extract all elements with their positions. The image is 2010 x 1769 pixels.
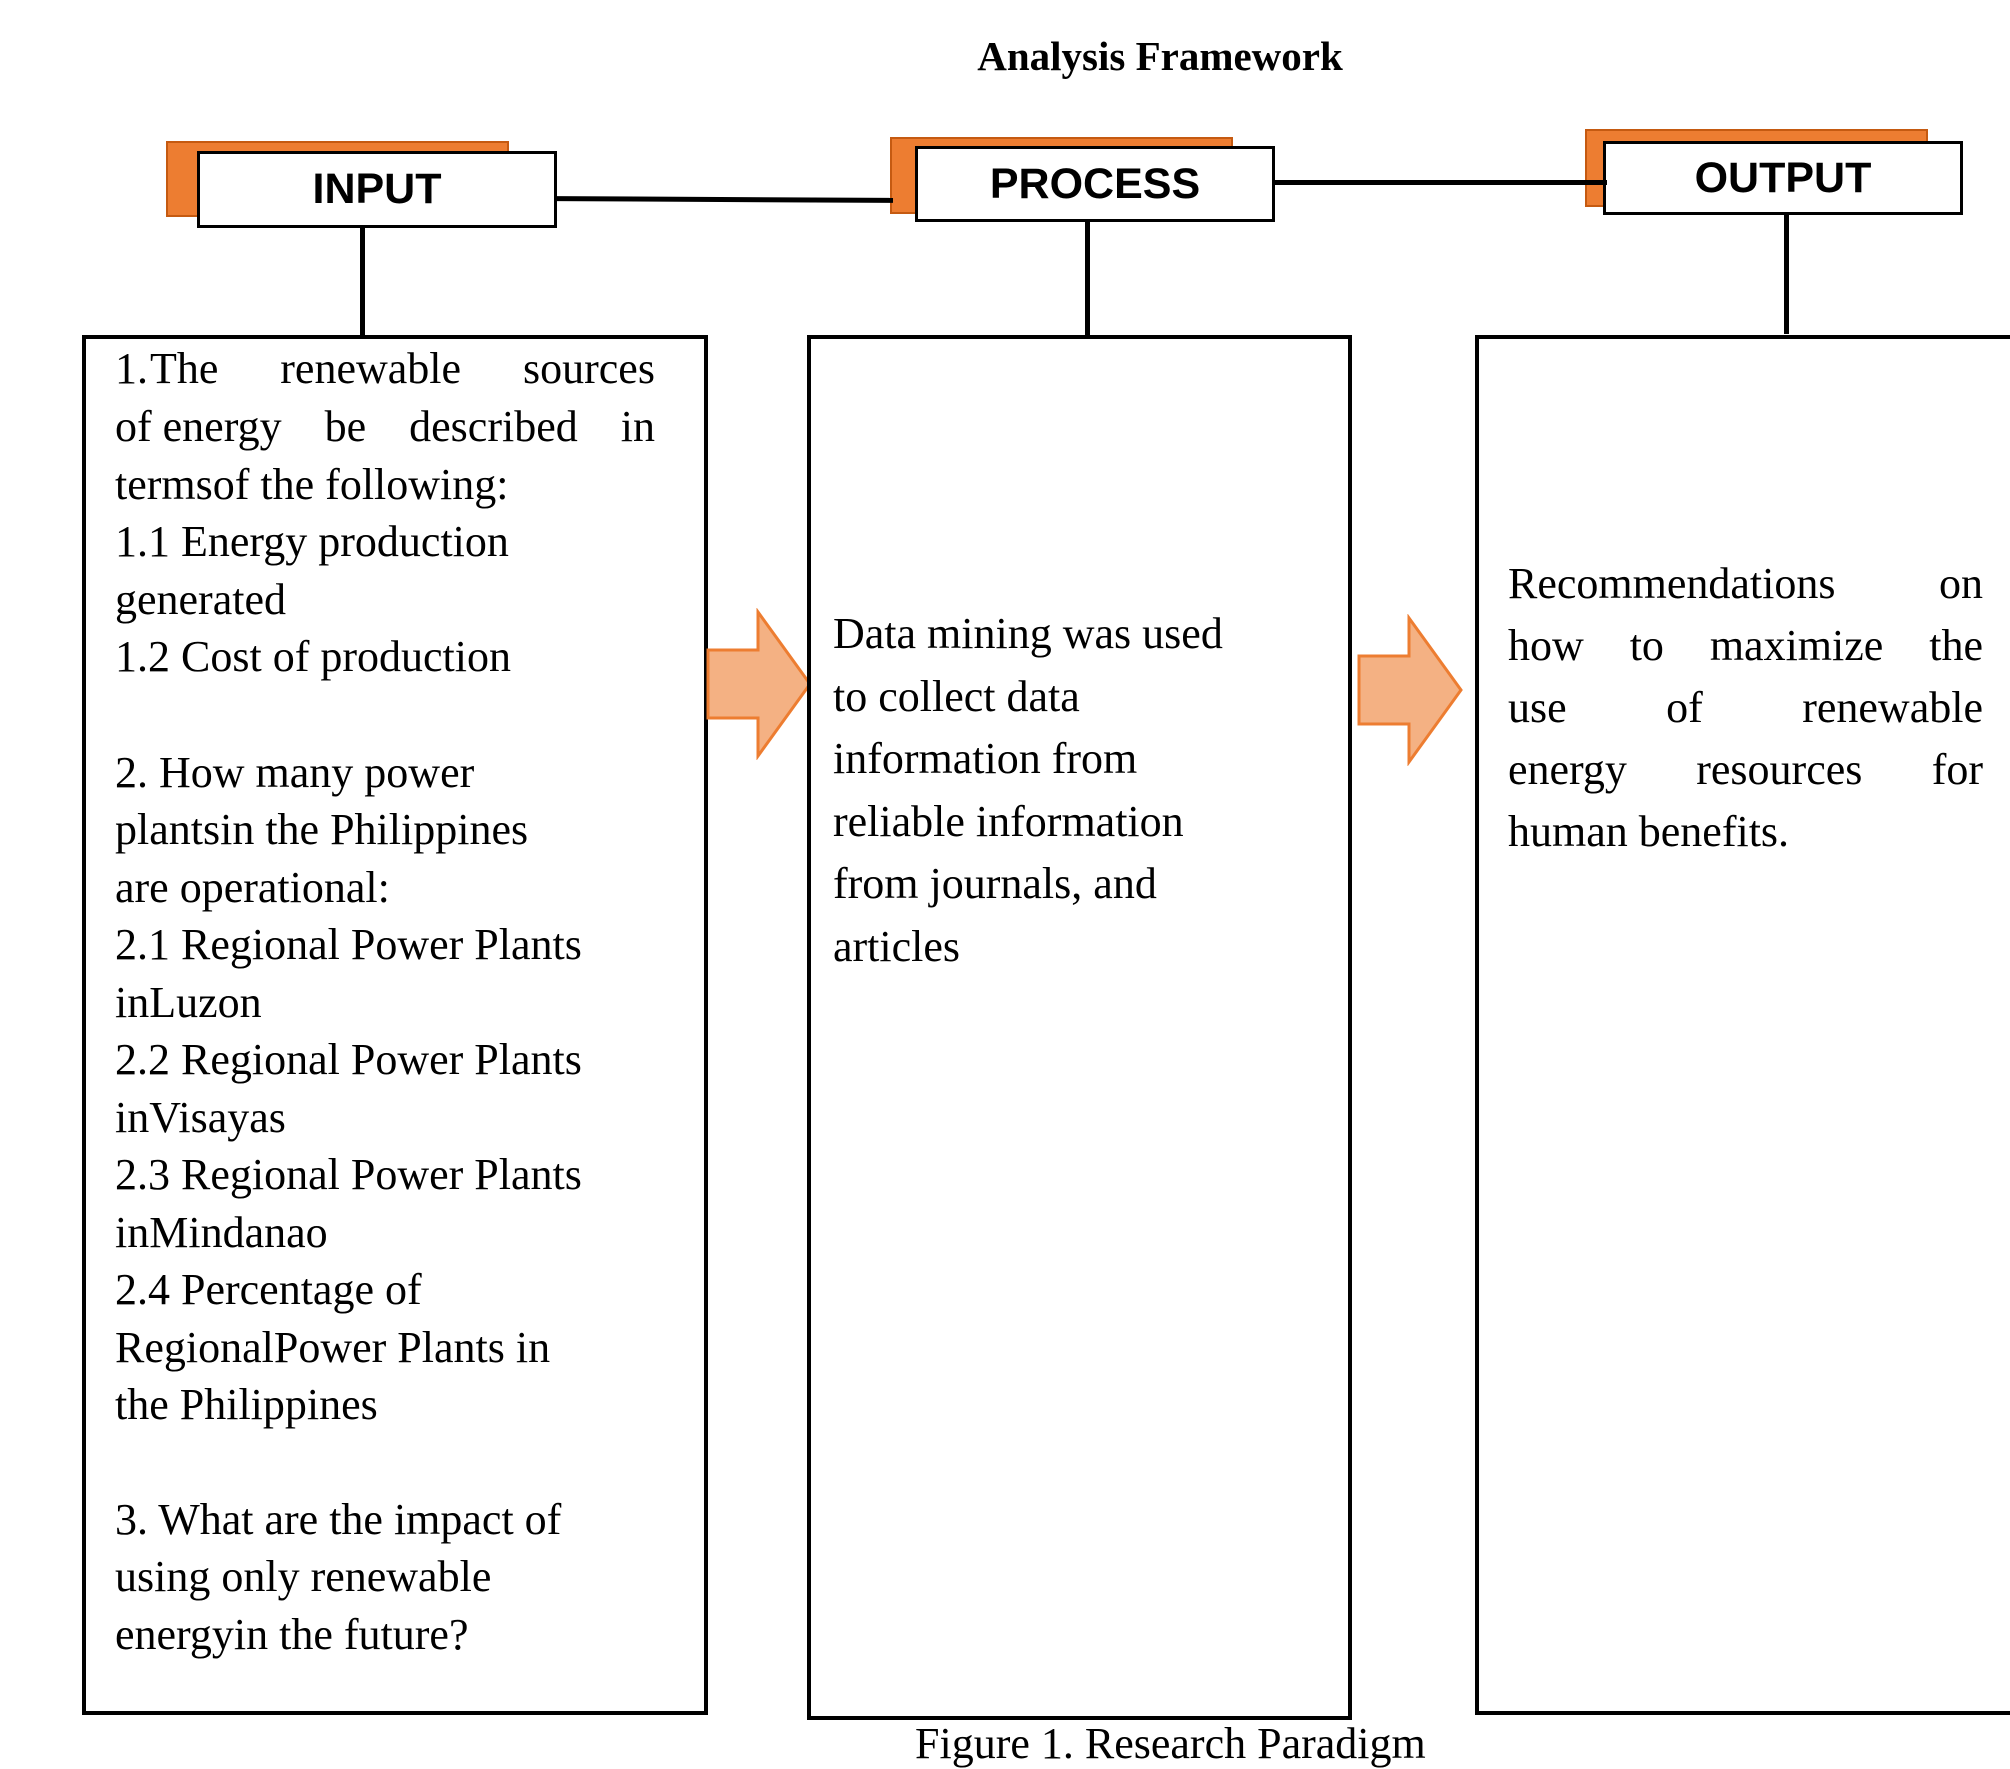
input-line: 3. What are the impact of: [115, 1495, 562, 1544]
process-vertical-connector: [1085, 222, 1090, 336]
input-to-process-arrow: [706, 608, 812, 760]
input-line-1: 1. The renewable sources: [115, 343, 655, 394]
input-line: inLuzon: [115, 978, 262, 1027]
output-line-3: use of renewable: [1508, 682, 1983, 733]
input-line: energyin the future?: [115, 1610, 469, 1659]
output-line-2-word: to: [1629, 621, 1664, 670]
input-line: RegionalPower Plants in: [115, 1323, 551, 1372]
output-line-2: how to maximize the: [1508, 620, 1983, 671]
process-output-connector: [1275, 180, 1607, 185]
input-line: plantsin the Philippines: [115, 805, 529, 854]
process-header: PROCESS: [915, 146, 1275, 222]
input-box: [82, 335, 708, 1715]
output-line-4-word: resources: [1696, 745, 1863, 794]
output-vertical-connector: [1784, 215, 1789, 334]
output-line-4-word: for: [1931, 745, 1983, 794]
process-line: reliable information: [833, 797, 1184, 846]
output-line-3-word: of: [1666, 683, 1703, 732]
input-line: termsof the following:: [115, 460, 509, 509]
input-line: are operational:: [115, 863, 390, 912]
input-line: 2.1 Regional Power Plants: [115, 920, 582, 969]
process-line: to collect data: [833, 672, 1080, 721]
input-line: 1.1 Energy production: [115, 517, 509, 566]
input-vertical-connector: [360, 228, 365, 336]
output-line-3-word: renewable: [1802, 683, 1983, 732]
input-line-2-word: described: [409, 402, 578, 451]
input-line-2: of energy be described in: [115, 401, 655, 452]
process-line: Data mining was used: [833, 609, 1223, 658]
process-line: articles: [833, 922, 961, 971]
output-line-1-word: on: [1939, 559, 1983, 608]
output-header: OUTPUT: [1603, 141, 1963, 215]
output-line-2-word: how: [1508, 621, 1584, 670]
output-line-2-word: the: [1929, 621, 1983, 670]
output-line-1-word: Recommendations: [1508, 559, 1836, 608]
input-line: inVisayas: [115, 1093, 286, 1142]
output-line-2-word: maximize: [1709, 621, 1884, 670]
input-line: 1.2 Cost of production: [115, 632, 511, 681]
input-line: the Philippines: [115, 1380, 378, 1429]
input-line-1-word: The: [149, 344, 219, 393]
input-line-1-word: sources: [523, 344, 655, 393]
input-line-2-word: be: [324, 402, 367, 451]
input-process-connector: [556, 196, 894, 203]
output-line-4-word: energy: [1508, 745, 1627, 794]
output-line-5: human benefits.: [1508, 807, 1790, 856]
input-line-1-word: renewable: [280, 344, 462, 393]
input-line-2-word: of energy: [115, 402, 282, 451]
process-to-output-arrow: [1357, 614, 1463, 766]
figure-caption: Figure 1. Research Paradigm: [915, 1719, 1426, 1768]
process-line: from journals, and: [833, 859, 1157, 908]
process-box: [807, 335, 1352, 1720]
input-line: 2.3 Regional Power Plants: [115, 1150, 582, 1199]
input-line: 2.4 Percentage of: [115, 1265, 422, 1314]
input-header: INPUT: [197, 151, 557, 228]
input-line-1-word: 1.: [115, 344, 148, 393]
input-line: 2. How many power: [115, 748, 475, 797]
output-line-1: Recommendations on: [1508, 558, 1983, 609]
output-line-4: energy resources for: [1508, 744, 1983, 795]
right-arrow-icon: [706, 608, 812, 760]
page-title: Analysis Framework: [977, 33, 1343, 79]
input-line-2-word: in: [620, 402, 655, 451]
output-line-3-word: use: [1508, 683, 1567, 732]
input-line: generated: [115, 575, 286, 624]
input-line: inMindanao: [115, 1208, 328, 1257]
input-line: using only renewable: [115, 1552, 492, 1601]
output-box: [1475, 335, 2010, 1715]
right-arrow-icon: [1357, 614, 1463, 766]
input-line: 2.2 Regional Power Plants: [115, 1035, 582, 1084]
process-line: information from: [833, 734, 1138, 783]
